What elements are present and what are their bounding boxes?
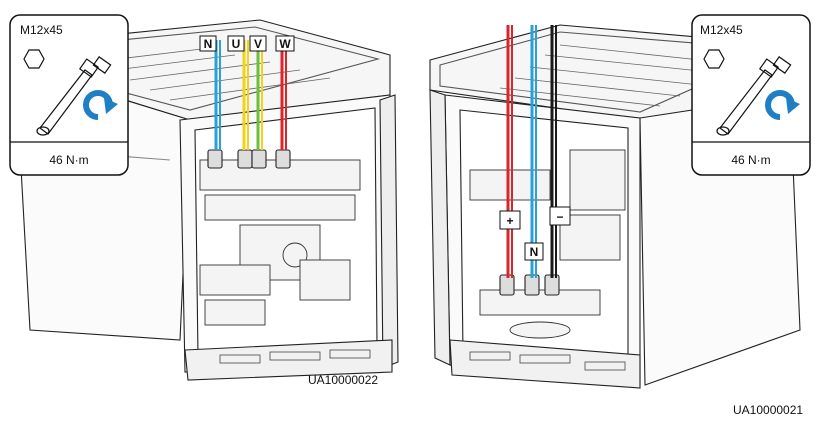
right-figure-id: UA10000021 [733, 403, 803, 417]
hex-nut-icon [703, 49, 725, 69]
left-cabinet [19, 19, 399, 381]
socket-wrench-icon [716, 56, 792, 136]
bolt-spec: M12x45 [700, 23, 743, 37]
dc-tag-minus: − [549, 206, 571, 226]
svg-text:+: + [506, 214, 513, 228]
left-cables [214, 40, 287, 150]
right-torque-callout: M12x45 46 N·m [691, 14, 811, 176]
phase-tag-u: U [227, 35, 245, 52]
left-torque-callout: M12x45 46 N·m [9, 14, 129, 176]
svg-text:N: N [530, 245, 539, 259]
torque-value: 46 N·m [731, 153, 770, 167]
left-figure-id: UA10000022 [308, 373, 378, 387]
hex-nut-icon [23, 49, 45, 69]
dc-tags: + − N [499, 206, 571, 261]
rotate-clockwise-icon [83, 90, 118, 120]
bolt-spec: M12x45 [20, 23, 63, 37]
right-cables [506, 25, 557, 278]
rotate-clockwise-icon [765, 90, 800, 120]
svg-text:V: V [254, 37, 262, 51]
dc-tag-plus: + [499, 210, 521, 230]
phase-tag-w: W [275, 35, 295, 52]
dc-tag-n: N [524, 242, 544, 261]
phase-tag-v: V [249, 35, 267, 52]
phase-tag-n: N [199, 35, 217, 52]
socket-wrench-icon [36, 56, 112, 136]
svg-text:−: − [556, 210, 563, 224]
svg-text:N: N [204, 37, 213, 51]
svg-text:W: W [279, 37, 291, 51]
svg-text:U: U [232, 37, 241, 51]
torque-value: 46 N·m [49, 153, 88, 167]
phase-tags: N U V W [199, 35, 295, 52]
